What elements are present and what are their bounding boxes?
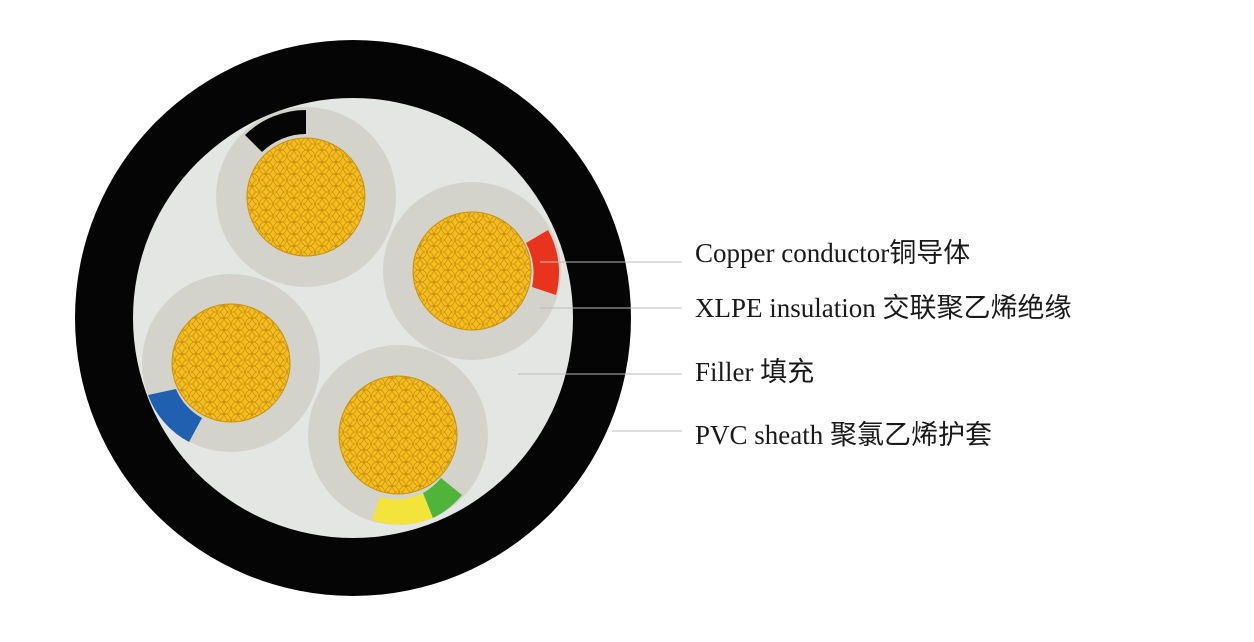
copper-conductor (338, 375, 458, 495)
cable-core-blue (142, 274, 320, 452)
label-pvc-sheath: PVC sheath 聚氯乙烯护套 (695, 420, 992, 450)
copper-conductor (412, 211, 532, 331)
label-filler: Filler 填充 (695, 357, 814, 387)
copper-conductor (246, 137, 366, 257)
label-xlpe-insulation: XLPE insulation 交联聚乙烯绝缘 (695, 293, 1072, 323)
color-marker-green (423, 478, 462, 518)
color-marker-yellow (372, 493, 433, 525)
cable-core-black (216, 107, 396, 287)
color-marker-blue (148, 389, 202, 442)
cable-core-red (383, 182, 561, 360)
label-copper-conductor: Copper conductor铜导体 (695, 238, 970, 268)
copper-conductor (171, 303, 291, 423)
cable-core-yellow-green (308, 345, 488, 525)
color-marker-black (245, 110, 306, 152)
